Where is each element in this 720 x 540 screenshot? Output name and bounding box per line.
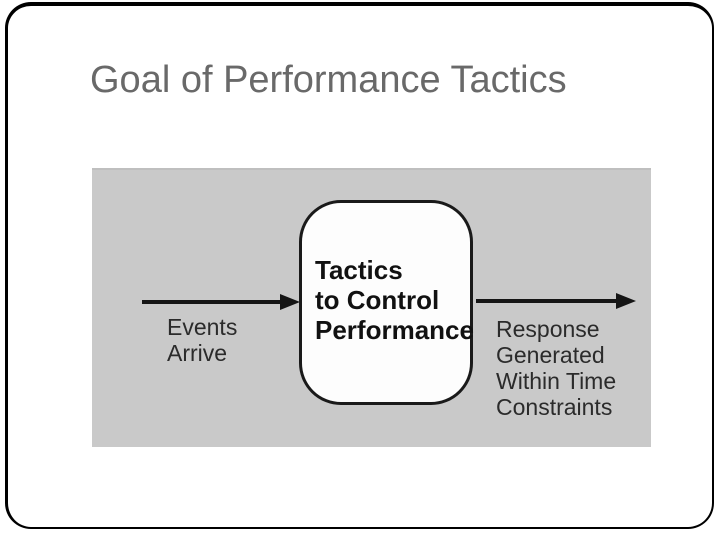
diagram-panel: Events Arrive Tactics to Control Perform… [92, 168, 651, 447]
arrow-right-icon [476, 293, 636, 309]
input-label: Events Arrive [167, 314, 237, 366]
tactics-node: Tactics to Control Performance [299, 200, 474, 405]
arrow-right-icon [142, 294, 300, 310]
output-label-line: Constraints [496, 394, 613, 420]
input-label-line: Events [167, 314, 238, 340]
tactics-node-line: Tactics [315, 255, 403, 285]
tactics-node-line: to Control [315, 285, 440, 315]
output-label-line: Within Time [496, 368, 617, 394]
tactics-node-label: Tactics to Control Performance [315, 255, 474, 345]
tactics-node-line: Performance [315, 315, 474, 345]
arrow-shaft [476, 299, 616, 303]
output-label-line: Response [496, 316, 600, 342]
slide-frame: Goal of Performance Tactics Events Arriv… [5, 2, 714, 529]
output-label: Response Generated Within Time Constrain… [496, 316, 616, 420]
arrow-head-icon [616, 293, 636, 309]
slide-title: Goal of Performance Tactics [90, 59, 567, 101]
input-label-line: Arrive [167, 340, 228, 366]
arrow-shaft [142, 300, 280, 304]
output-label-line: Generated [496, 342, 605, 368]
arrow-head-icon [280, 294, 300, 310]
